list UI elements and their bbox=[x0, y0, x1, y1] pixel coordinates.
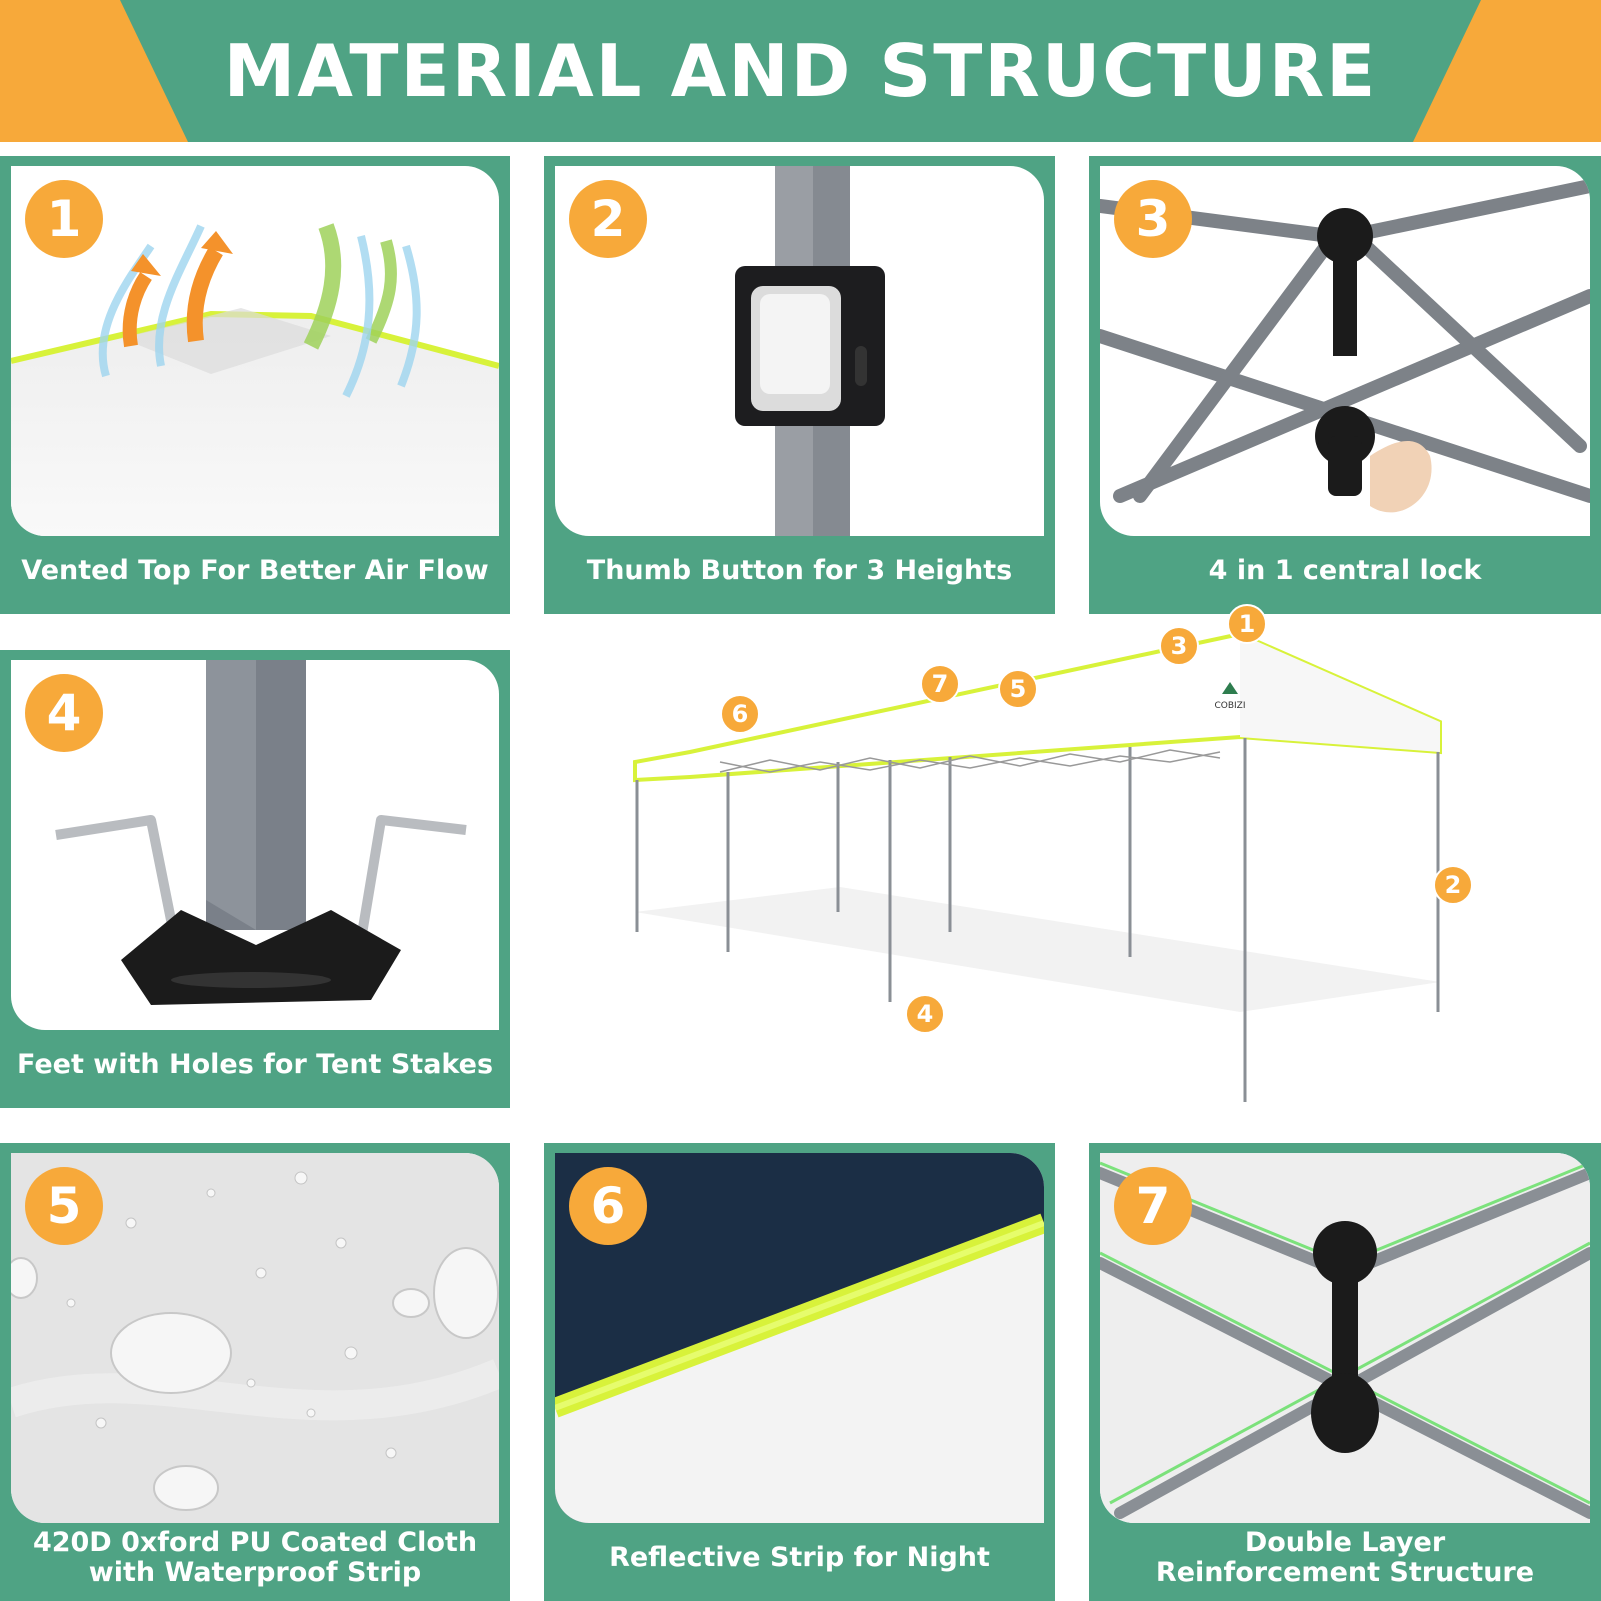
tent-illustration: COBIZI bbox=[633, 631, 1442, 1102]
tent-callout-7: 7 bbox=[920, 664, 960, 704]
feature-number-badge: 7 bbox=[1114, 1167, 1192, 1245]
feature-number-badge: 1 bbox=[25, 180, 103, 258]
feature-card-central-lock: 3 4 in 1 central lock bbox=[1089, 156, 1601, 614]
page-title: MATERIAL AND STRUCTURE bbox=[223, 29, 1378, 113]
feature-caption: Vented Top For Better Air Flow bbox=[21, 555, 489, 586]
feature-caption: 420D 0xford PU Coated Cloth with Waterpr… bbox=[32, 1527, 478, 1588]
feature-image-thumb-button: 2 bbox=[555, 166, 1044, 536]
tent-brand-logo: COBIZI bbox=[1214, 701, 1245, 711]
feature-number-badge: 2 bbox=[569, 180, 647, 258]
tent-callout-1: 1 bbox=[1227, 604, 1267, 644]
feature-image-double-layer: 7 bbox=[1100, 1153, 1590, 1523]
tent-callout-4: 4 bbox=[905, 994, 945, 1034]
feature-caption: Feet with Holes for Tent Stakes bbox=[16, 1049, 494, 1080]
banner-left-corner bbox=[0, 0, 188, 142]
feature-caption: 4 in 1 central lock bbox=[1208, 555, 1482, 586]
tent-callout-5: 5 bbox=[998, 669, 1038, 709]
thumb-button-illustration bbox=[735, 166, 885, 536]
feature-card-vented-top: 1 Vented Top For Better Air Flow bbox=[0, 156, 510, 614]
feature-card-reflective-strip: 6 Reflective Strip for Night bbox=[544, 1143, 1055, 1601]
feature-image-feet: 4 bbox=[11, 660, 499, 1030]
feature-image-vented-top: 1 bbox=[11, 166, 499, 536]
feature-card-oxford-cloth: 5 420D 0xford PU Coated Cloth with Water… bbox=[0, 1143, 510, 1601]
feature-number-badge: 3 bbox=[1114, 180, 1192, 258]
feature-card-feet: 4 Feet with Holes for Tent Stakes bbox=[0, 650, 510, 1108]
feature-caption: Double Layer Reinforcement Structure bbox=[1155, 1527, 1535, 1588]
central-lock-illustration bbox=[1100, 179, 1590, 513]
reflective-strip-illustration bbox=[555, 1153, 1044, 1523]
header-banner: MATERIAL AND STRUCTURE bbox=[0, 0, 1601, 142]
tent-callout-6: 6 bbox=[720, 694, 760, 734]
oxford-cloth-illustration bbox=[11, 1153, 499, 1523]
feature-caption: Thumb Button for 3 Heights bbox=[586, 555, 1013, 586]
feature-number-badge: 5 bbox=[25, 1167, 103, 1245]
tent-overview: COBIZI 1 3 7 5 6 2 4 bbox=[540, 604, 1600, 1132]
feature-card-thumb-button: 2 Thumb Button for 3 Heights bbox=[544, 156, 1055, 614]
feet-illustration bbox=[55, 660, 467, 1005]
feature-number-badge: 4 bbox=[25, 674, 103, 752]
tent-callout-3: 3 bbox=[1159, 626, 1199, 666]
feature-caption: Reflective Strip for Night bbox=[609, 1542, 990, 1573]
feature-image-central-lock: 3 bbox=[1100, 166, 1590, 536]
tent-callout-2: 2 bbox=[1433, 865, 1473, 905]
feature-number-badge: 6 bbox=[569, 1167, 647, 1245]
feature-image-oxford-cloth: 5 bbox=[11, 1153, 499, 1523]
feature-card-double-layer: 7 Double Layer Reinforcement Structure bbox=[1089, 1143, 1601, 1601]
banner-right-corner bbox=[1413, 0, 1601, 142]
feature-image-reflective-strip: 6 bbox=[555, 1153, 1044, 1523]
vented-top-illustration bbox=[11, 223, 499, 536]
